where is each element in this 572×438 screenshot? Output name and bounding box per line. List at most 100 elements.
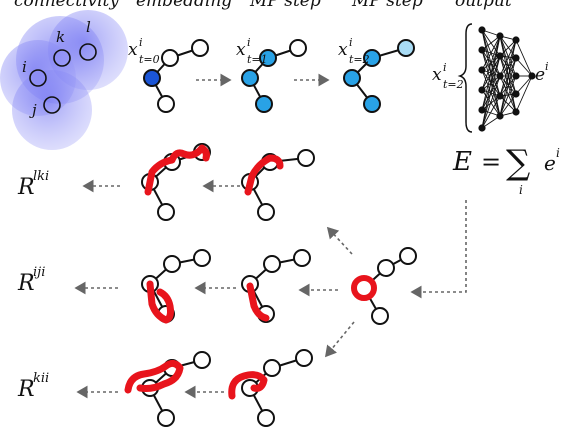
node xyxy=(363,95,381,113)
graph-embedding xyxy=(143,39,209,113)
node xyxy=(193,249,211,267)
node xyxy=(157,203,175,221)
nn-neuron xyxy=(496,32,504,40)
label-k: k xyxy=(56,28,65,46)
output-e-superscript: i xyxy=(545,60,549,73)
node xyxy=(295,349,313,367)
row-kii-superscript: kii xyxy=(33,371,49,386)
row-lki-symbol: R xyxy=(17,175,35,200)
atom-i xyxy=(29,69,47,87)
nn-neuron xyxy=(512,108,520,116)
nn-neuron xyxy=(512,54,520,62)
x-t2-input-subscript: t=2 xyxy=(443,78,464,91)
x-t1-superscript: i xyxy=(247,36,251,49)
energy-term-superscript: i xyxy=(556,146,560,160)
x-t2-superscript: i xyxy=(349,36,353,49)
nn-connection xyxy=(481,35,501,129)
highlight-path-lki xyxy=(144,144,210,196)
node xyxy=(193,351,211,369)
node xyxy=(397,39,415,57)
x-t2-subscript: t=2 xyxy=(349,53,370,66)
highlight-path-kii xyxy=(124,359,184,394)
nn-neuron xyxy=(512,90,520,98)
nn-connection xyxy=(499,35,517,95)
node xyxy=(257,203,275,221)
graph-mp-step-1 xyxy=(241,39,307,113)
nn-connection xyxy=(481,35,501,71)
nn-connection xyxy=(499,39,517,117)
nn-connection xyxy=(499,75,517,117)
x-t0-superscript: i xyxy=(139,36,143,49)
header-output: output xyxy=(455,0,512,11)
nn-connection xyxy=(481,95,501,129)
label-j: j xyxy=(29,101,37,119)
gradient-source-graph xyxy=(351,247,417,325)
atom-l xyxy=(79,43,97,61)
nn-neuron xyxy=(512,36,520,44)
center-node xyxy=(241,69,259,87)
x-t2-input-symbol: x xyxy=(432,65,442,85)
nn-neuron xyxy=(478,26,486,34)
node xyxy=(161,49,179,67)
highlight-path-kii-partial xyxy=(228,371,268,400)
node xyxy=(263,359,281,377)
x-t1-subscript: t=1 xyxy=(247,53,268,66)
row-iji-superscript: iji xyxy=(33,265,45,280)
header-mp-step-2: MP step xyxy=(351,0,423,11)
node xyxy=(259,49,277,67)
x-t2-input-superscript: i xyxy=(443,61,447,74)
nn-connection xyxy=(499,93,517,117)
row-kii-symbol: R xyxy=(17,377,35,402)
node xyxy=(297,149,315,167)
gradient-center-node xyxy=(351,275,377,301)
label-l: l xyxy=(86,18,91,36)
nn-connection xyxy=(481,75,501,129)
row-iji: R iji xyxy=(17,249,311,324)
nn-connection xyxy=(515,75,533,113)
nn-neuron xyxy=(512,72,520,80)
connectivity-spheres: k l i j xyxy=(0,10,128,150)
center-node xyxy=(343,69,361,87)
nn-connection xyxy=(499,55,517,77)
arrow-to-row-lki xyxy=(326,226,353,255)
node xyxy=(255,95,273,113)
atom-k xyxy=(53,49,71,67)
nn-connection xyxy=(499,39,517,97)
header-mp-step-1: MP step xyxy=(249,0,321,11)
highlight-path-lki-partial xyxy=(244,154,284,196)
nn-neuron xyxy=(478,106,486,114)
node xyxy=(163,255,181,273)
energy-sum-sign: ∑ xyxy=(506,143,530,183)
output-e-symbol: e xyxy=(535,65,545,85)
nn-connection xyxy=(481,115,501,129)
node xyxy=(363,49,381,67)
nn-neuron xyxy=(478,46,486,54)
atom-j xyxy=(43,96,61,114)
node xyxy=(257,409,275,427)
node xyxy=(289,39,307,57)
nn-neuron xyxy=(478,86,486,94)
center-node xyxy=(143,69,161,87)
node xyxy=(399,247,417,265)
row-lki: R lki xyxy=(17,143,315,221)
node xyxy=(157,95,175,113)
row-iji-symbol: R xyxy=(17,271,35,296)
neural-network xyxy=(478,26,536,132)
sphere-j xyxy=(12,70,92,150)
nn-connection xyxy=(499,75,517,95)
graph-mp-step-2 xyxy=(343,39,415,113)
nn-neuron xyxy=(496,52,504,60)
nn-neuron xyxy=(478,124,486,132)
x-t0-symbol: x xyxy=(128,40,138,60)
node xyxy=(263,255,281,273)
x-t0-subscript: t=0 xyxy=(139,53,160,66)
row-kii: R kii xyxy=(17,349,313,427)
nn-neuron xyxy=(496,72,504,80)
x-t2-symbol: x xyxy=(338,40,348,60)
node xyxy=(371,307,389,325)
nn-neuron xyxy=(478,66,486,74)
nn-connection xyxy=(499,55,517,113)
nn-connection xyxy=(499,75,517,113)
highlight-path-iji-partial xyxy=(246,282,270,322)
